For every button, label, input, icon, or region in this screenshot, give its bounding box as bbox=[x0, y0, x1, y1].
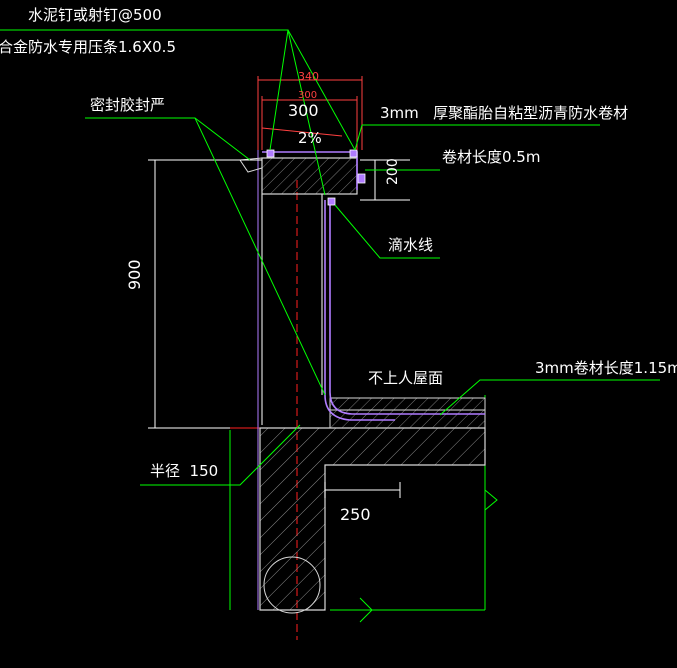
concrete-section bbox=[259, 427, 486, 614]
nail-label: 水泥钉或射钉@500 bbox=[28, 6, 162, 24]
slope-2-percent: 2% bbox=[298, 129, 322, 147]
dim-300-small: 300 bbox=[298, 90, 317, 101]
dim-300: 300 bbox=[288, 101, 319, 120]
drip-line-label: 滴水线 bbox=[388, 236, 433, 254]
parapet-wall bbox=[261, 194, 323, 425]
dimension-lines bbox=[257, 76, 363, 150]
roof-type-label: 不上人屋面 bbox=[368, 369, 443, 387]
roof-layers bbox=[329, 397, 486, 429]
radius-label: 半径 150 bbox=[150, 462, 218, 480]
strip-label: 合金防水专用压条1.6X0.5 bbox=[0, 38, 176, 56]
dim-250: 250 bbox=[340, 505, 371, 524]
fastener-markers bbox=[266, 149, 366, 206]
membrane-length-roof-label: 3mm卷材长度1.15m bbox=[535, 359, 677, 377]
white-dimensions bbox=[148, 159, 410, 498]
membrane-spec-label: 3mm 厚聚酯胎自粘型沥青防水卷材 bbox=[380, 104, 628, 122]
leader-lines bbox=[0, 29, 660, 486]
membrane-length-top-label: 卷材长度0.5m bbox=[442, 148, 540, 166]
dim-200: 200 bbox=[385, 158, 401, 185]
dim-900: 900 bbox=[125, 259, 144, 290]
parapet-coping bbox=[261, 157, 358, 195]
sealant-label: 密封胶封严 bbox=[90, 96, 165, 114]
drip-nose bbox=[239, 157, 263, 173]
dim-340: 340 bbox=[298, 70, 319, 83]
